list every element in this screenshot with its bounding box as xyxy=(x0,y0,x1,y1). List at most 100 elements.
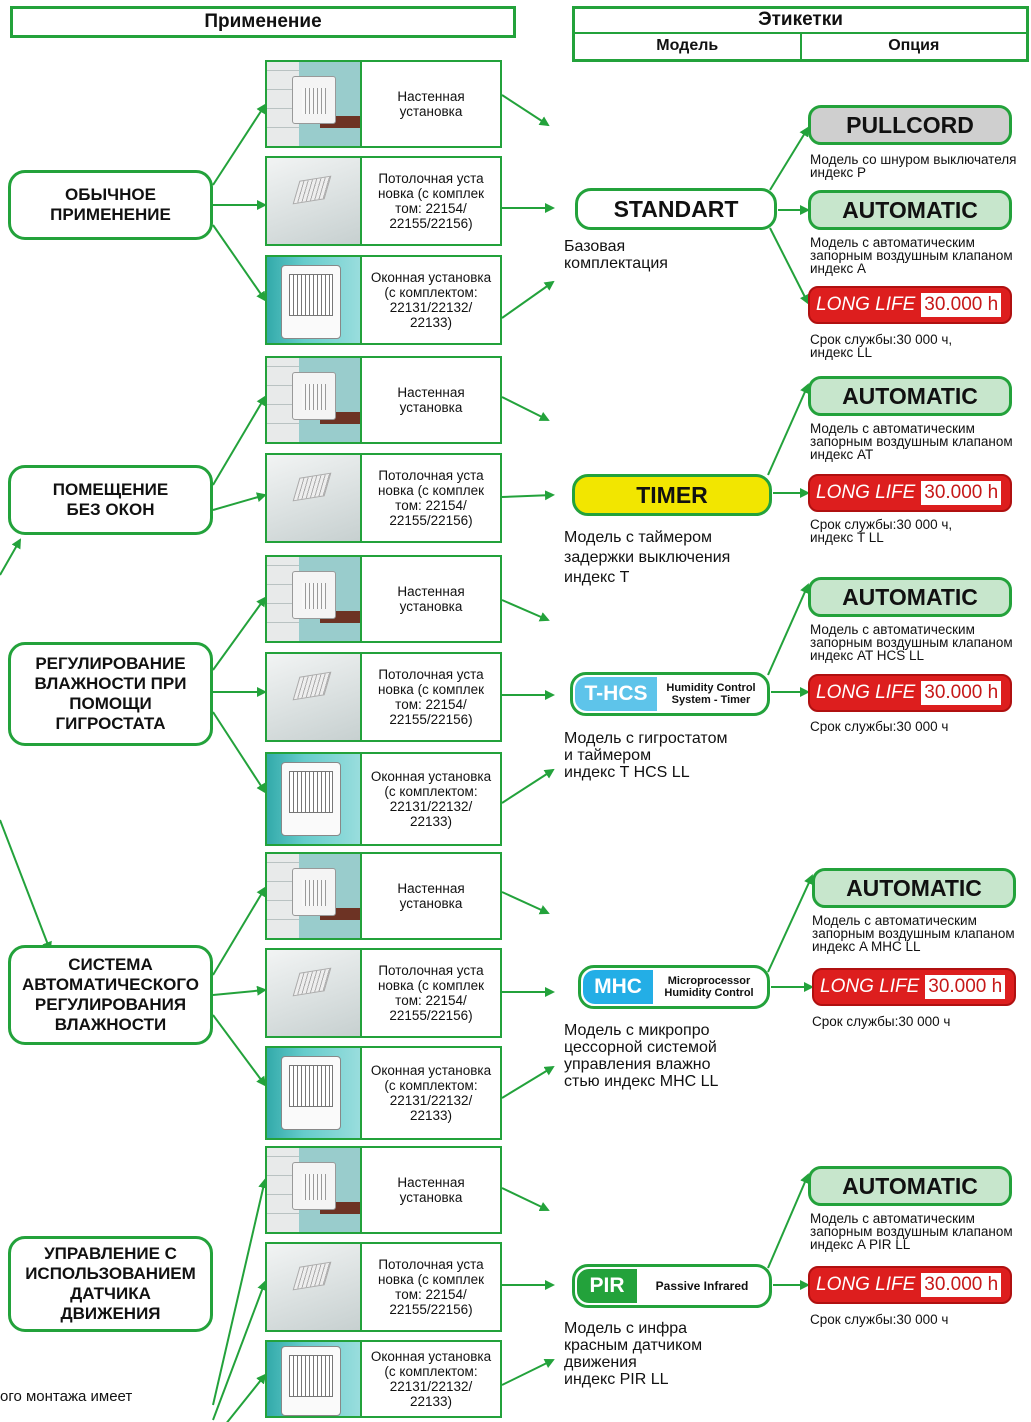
option-long-life-desc: Срок службы:30 000 ч xyxy=(810,1312,949,1327)
arrow xyxy=(767,1173,810,1269)
long-life-hours: 30.000 h xyxy=(921,681,1002,705)
long-life-label: LONG LIFE xyxy=(816,482,916,503)
arrow xyxy=(769,227,809,305)
arrow xyxy=(767,874,814,973)
long-life-hours: 30.000 h xyxy=(921,481,1002,505)
card-window: Оконная установка (с комплектом: 22131/2… xyxy=(265,752,502,846)
option-automatic: AUTOMATIC xyxy=(808,376,1012,416)
arrow xyxy=(0,538,21,576)
arrow xyxy=(769,126,810,191)
model-thcs-desc: Модель с гигростатом и таймером индекс T… xyxy=(564,730,728,781)
arrow xyxy=(226,1373,267,1422)
model-timer: TIMER xyxy=(572,474,772,516)
card-label: Настенная установка xyxy=(397,1175,465,1205)
arrow xyxy=(501,599,550,622)
arrow xyxy=(212,596,267,671)
model-mhc: MHC Microprocessor Humidity Control xyxy=(578,965,770,1009)
arrow xyxy=(501,891,550,915)
card-wall: Настенная установка xyxy=(265,60,502,148)
labels-title: Этикетки xyxy=(575,9,1026,34)
card-window: Оконная установка (с комплектом: 22131/2… xyxy=(265,1340,502,1418)
arrow xyxy=(767,583,810,676)
application-normal: ОБЫЧНОЕ ПРИМЕНЕНИЕ xyxy=(8,170,213,240)
model-timer-desc: Модель с таймером задержки выключения ин… xyxy=(564,529,731,586)
option-automatic-desc: Модель с автоматическим запорным воздушн… xyxy=(810,1211,1013,1252)
thcs-subtitle: Humidity Control System - Timer xyxy=(666,682,756,706)
card-label: Потолочная уста новка (с комплек том: 22… xyxy=(377,1257,485,1317)
arrow xyxy=(501,1359,555,1386)
card-ceiling: Потолочная уста новка (с комплек том: 22… xyxy=(265,453,502,543)
option-automatic: AUTOMATIC xyxy=(808,1166,1012,1206)
card-wall: Настенная установка xyxy=(265,1146,502,1234)
card-ceiling: Потолочная уста новка (с комплек том: 22… xyxy=(265,1242,502,1332)
card-label: Оконная установка (с комплектом: 22131/2… xyxy=(370,1349,492,1409)
application-hygrostat: РЕГУЛИРОВАНИЕ ВЛАЖНОСТИ ПРИ ПОМОЩИ ГИГРО… xyxy=(8,642,213,746)
long-life-hours: 30.000 h xyxy=(925,975,1006,999)
long-life-hours: 30.000 h xyxy=(921,1273,1002,1297)
arrow xyxy=(212,103,267,186)
arrow xyxy=(501,280,555,319)
card-label: Потолочная уста новка (с комплек том: 22… xyxy=(377,171,485,231)
arrow xyxy=(0,819,52,952)
model-mhc-desc: Модель с микропро цессорной системой упр… xyxy=(564,1022,719,1090)
card-label: Потолочная уста новка (с комплек том: 22… xyxy=(377,667,485,727)
wall-fan-image xyxy=(267,62,362,146)
card-wall: Настенная установка xyxy=(265,356,502,444)
model-standart-desc: Базовая комплектация xyxy=(564,238,668,272)
card-label: Настенная установка xyxy=(397,385,465,415)
labels-header: Этикетки Модель Опция xyxy=(572,6,1029,62)
option-automatic: AUTOMATIC xyxy=(808,190,1012,230)
model-standart: STANDART xyxy=(575,188,777,230)
long-life-label: LONG LIFE xyxy=(820,976,920,997)
window-fan-image xyxy=(267,257,362,343)
option-long-life: LONG LIFE 30.000 h xyxy=(808,1266,1012,1304)
ceiling-fan-image xyxy=(267,950,362,1036)
option-automatic-desc: Модель с автоматическим запорным воздушн… xyxy=(812,913,1015,954)
long-life-label: LONG LIFE xyxy=(816,1274,916,1295)
arrow xyxy=(212,492,267,511)
card-label: Потолочная уста новка (с комплек том: 22… xyxy=(377,468,485,528)
option-long-life-desc: Срок службы:30 000 ч xyxy=(812,1014,951,1029)
option-pullcord-desc: Модель со шнуром выключателя индекс P xyxy=(810,152,1017,180)
option-automatic-desc: Модель с автоматическим запорным воздушн… xyxy=(810,421,1013,462)
model-column-header: Модель xyxy=(575,34,802,59)
long-life-label: LONG LIFE xyxy=(816,294,916,315)
model-pir: PIR Passive Infrared xyxy=(572,1264,772,1308)
arrow xyxy=(212,1178,269,1406)
long-life-label: LONG LIFE xyxy=(816,682,916,703)
card-wall: Настенная установка xyxy=(265,852,502,940)
ceiling-fan-image xyxy=(267,455,362,541)
card-label: Оконная установка (с комплектом: 22131/2… xyxy=(370,270,492,330)
card-label: Настенная установка xyxy=(397,584,465,614)
arrow xyxy=(767,383,810,476)
card-label: Настенная установка xyxy=(397,89,465,119)
application-auto-humidity: СИСТЕМА АВТОМАТИЧЕСКОГО РЕГУЛИРОВАНИЯ ВЛ… xyxy=(8,945,213,1045)
option-long-life-desc: Срок службы:30 000 ч, индекс LL xyxy=(810,332,953,360)
thcs-tag: T-HCS xyxy=(575,677,657,711)
pir-tag: PIR xyxy=(577,1269,637,1303)
card-label: Оконная установка (с комплектом: 22131/2… xyxy=(370,1063,492,1123)
ceiling-fan-image xyxy=(267,158,362,244)
pir-subtitle: Passive Infrared xyxy=(655,1279,749,1293)
option-long-life-desc: Срок службы:30 000 ч, индекс T LL xyxy=(810,517,953,545)
option-long-life: LONG LIFE 30.000 h xyxy=(808,286,1012,324)
application-motion-sensor: УПРАВЛЕНИЕ С ИСПОЛЬЗОВАНИЕМ ДАТЧИКА ДВИЖ… xyxy=(8,1236,213,1332)
option-column-header: Опция xyxy=(888,37,940,54)
arrow xyxy=(501,490,555,501)
mhc-tag: MHC xyxy=(583,970,653,1004)
window-fan-image xyxy=(267,754,362,844)
arrow xyxy=(212,1280,267,1421)
card-wall: Настенная установка xyxy=(265,555,502,643)
option-long-life: LONG LIFE 30.000 h xyxy=(808,474,1012,512)
option-long-life: LONG LIFE 30.000 h xyxy=(808,674,1012,712)
card-ceiling: Потолочная уста новка (с комплек том: 22… xyxy=(265,156,502,246)
arrow xyxy=(501,768,555,804)
card-ceiling: Потолочная уста новка (с комплек том: 22… xyxy=(265,948,502,1038)
option-automatic-desc: Модель с автоматическим запорным воздушн… xyxy=(810,622,1013,663)
card-label: Настенная установка xyxy=(397,881,465,911)
arrow xyxy=(501,1065,555,1099)
model-pir-desc: Модель с инфра красным датчиком движения… xyxy=(564,1320,703,1388)
ceiling-fan-image xyxy=(267,654,362,740)
card-label: Потолочная уста новка (с комплек том: 22… xyxy=(377,963,485,1023)
